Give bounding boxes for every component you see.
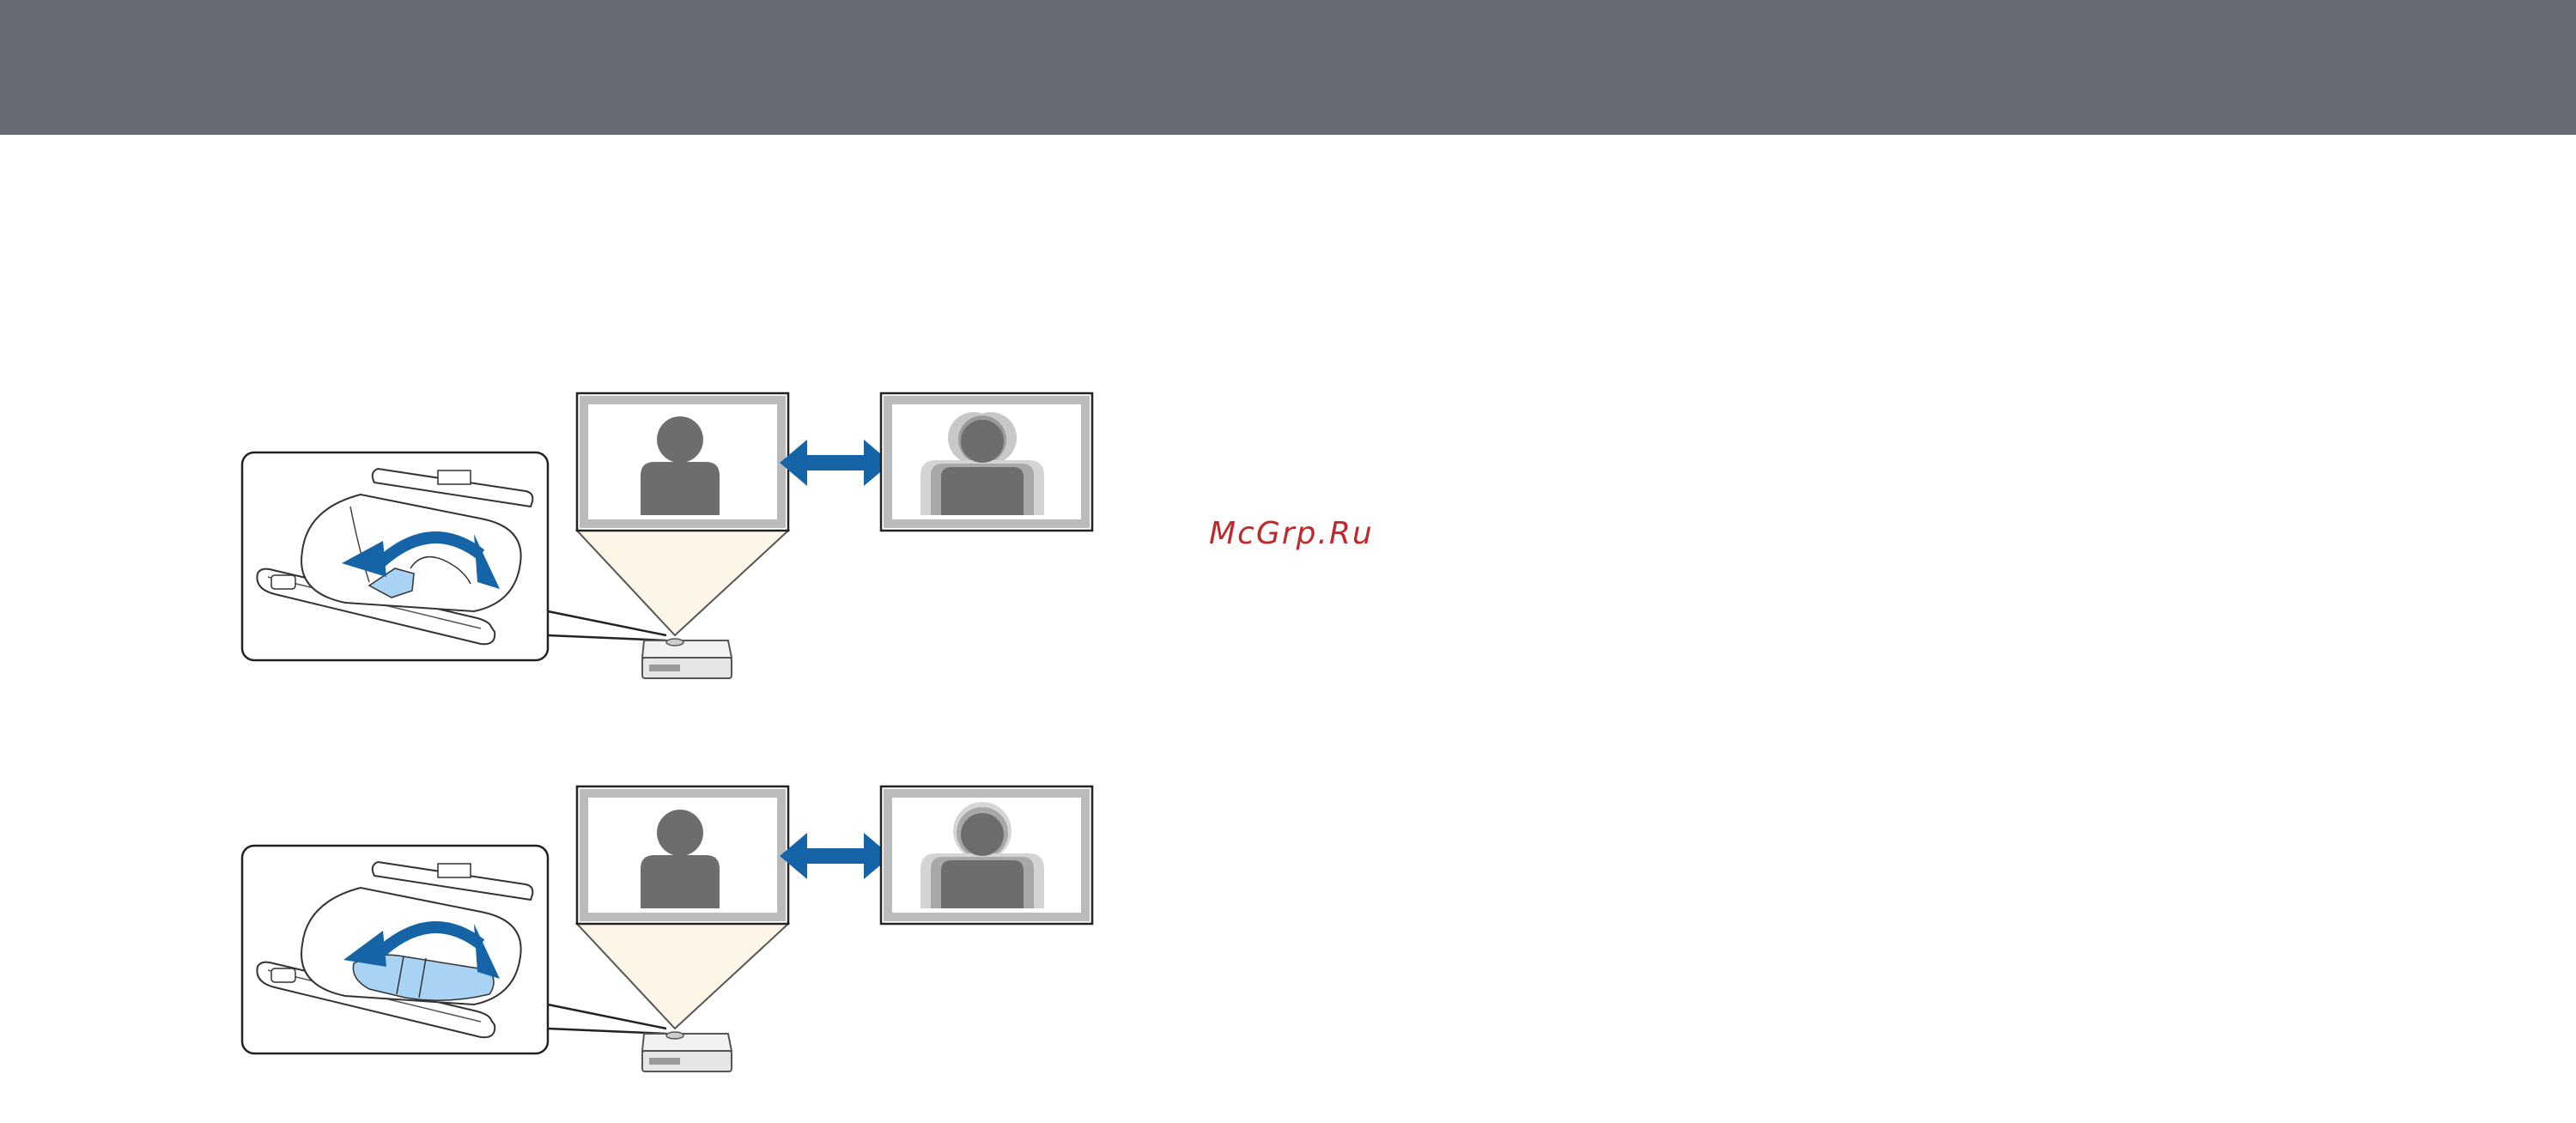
watermark-text: McGrp.Ru [1209, 516, 1374, 551]
focus-adjustment-diagram [0, 386, 1116, 730]
blurred-image-screen [879, 392, 1094, 532]
zoom-ring-icon [352, 954, 495, 1001]
focus-ring-icon [368, 568, 415, 598]
projector-icon [641, 638, 733, 679]
projection-beam [574, 923, 791, 1030]
projector-icon [641, 1031, 733, 1072]
person-blurred-icon [920, 412, 1044, 515]
person-sharp-icon [641, 810, 720, 908]
sharp-image-screen [575, 392, 790, 532]
header-bar [0, 0, 2576, 135]
zoom-adjustment-diagram [0, 780, 1116, 1123]
lens-closeup-callout [240, 844, 667, 1055]
rotate-arrow-icon [343, 921, 500, 979]
person-blurred-icon [920, 802, 1044, 908]
person-sharp-icon [641, 416, 720, 515]
double-arrow-icon [780, 833, 891, 879]
projection-beam [574, 530, 791, 637]
blurred-image-screen [879, 785, 1094, 926]
rotate-arrow-icon [342, 531, 500, 589]
sharp-image-screen [575, 785, 790, 926]
double-arrow-icon [780, 440, 891, 486]
